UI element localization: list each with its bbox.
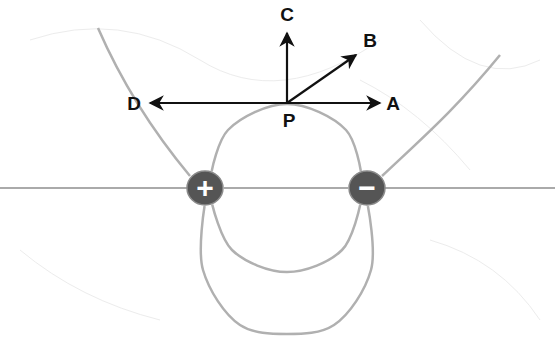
vector-arrow [286,33,288,103]
field-line [201,206,373,334]
vector-label: A [386,94,400,113]
charge-circle: + [186,170,224,206]
vector-label: D [127,94,141,113]
charge-sign: − [358,173,376,203]
vector-label: P [283,111,296,130]
axis-line [385,187,555,189]
axis-line [0,187,187,189]
axis-line [224,187,348,189]
field-line [382,55,500,176]
vector-arrow [150,102,287,104]
charge-sign: + [196,173,214,203]
field-line [212,104,361,171]
background-sketch [20,20,540,320]
vector-arrow [287,55,356,103]
vector-label: B [363,31,377,50]
field-line [212,205,360,272]
charge-circle: − [348,170,386,206]
vector-label: C [280,5,294,24]
vector-arrow [287,102,380,104]
